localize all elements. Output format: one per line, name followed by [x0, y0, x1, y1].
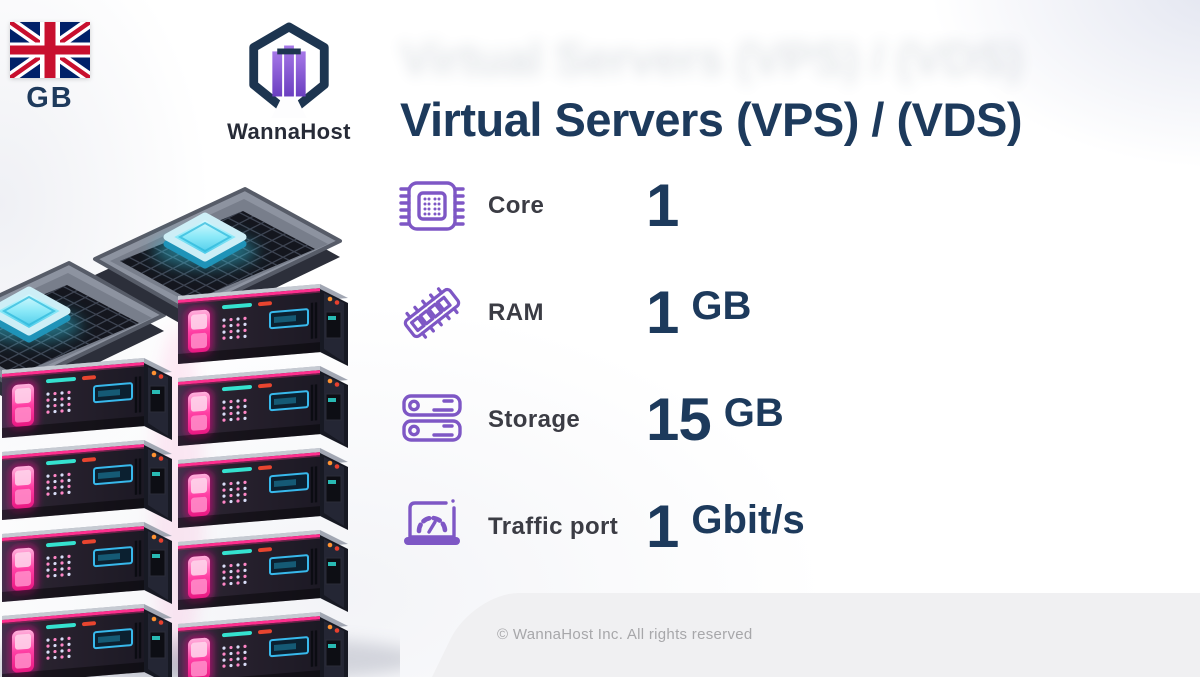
storage-drives-icon	[396, 384, 468, 456]
spec-label-traffic: Traffic port	[488, 512, 619, 540]
server-stack-illustration	[0, 157, 400, 677]
page-title: Virtual Servers (VPS) / (VDS)	[400, 93, 1022, 147]
page-title-ghost: Virtual Servers (VPS) / (VDS)	[400, 32, 1022, 85]
spec-unit: GB	[723, 390, 784, 435]
cpu-chip-icon	[396, 170, 468, 242]
spec-value-storage: 15 GB	[646, 385, 805, 453]
spec-label-storage: Storage	[488, 405, 581, 433]
flag-country-label: GB	[26, 82, 74, 114]
copyright-text: © WannaHost Inc. All rights reserved	[497, 626, 753, 643]
spec-value-traffic: 1 Gbit/s	[646, 492, 805, 560]
spec-number: 15	[646, 385, 712, 453]
spec-label-ram: RAM	[488, 298, 544, 326]
spec-number: 1	[646, 278, 679, 346]
wannahost-logo-icon	[249, 22, 329, 119]
spec-unit: GB	[691, 283, 752, 328]
gb-flag-icon	[10, 22, 90, 78]
spec-list: Core 1 RAM 1 GB	[396, 152, 805, 580]
spec-number: 1	[646, 492, 679, 560]
spec-number: 1	[646, 171, 679, 239]
spec-value-ram: 1 GB	[646, 278, 805, 346]
brand-name: WannaHost	[227, 119, 351, 144]
ram-module-icon	[396, 277, 468, 349]
traffic-speedometer-icon	[396, 491, 468, 563]
spec-value-core: 1	[646, 171, 805, 239]
spec-label-core: Core	[488, 191, 545, 219]
spec-unit: Gbit/s	[691, 497, 805, 542]
